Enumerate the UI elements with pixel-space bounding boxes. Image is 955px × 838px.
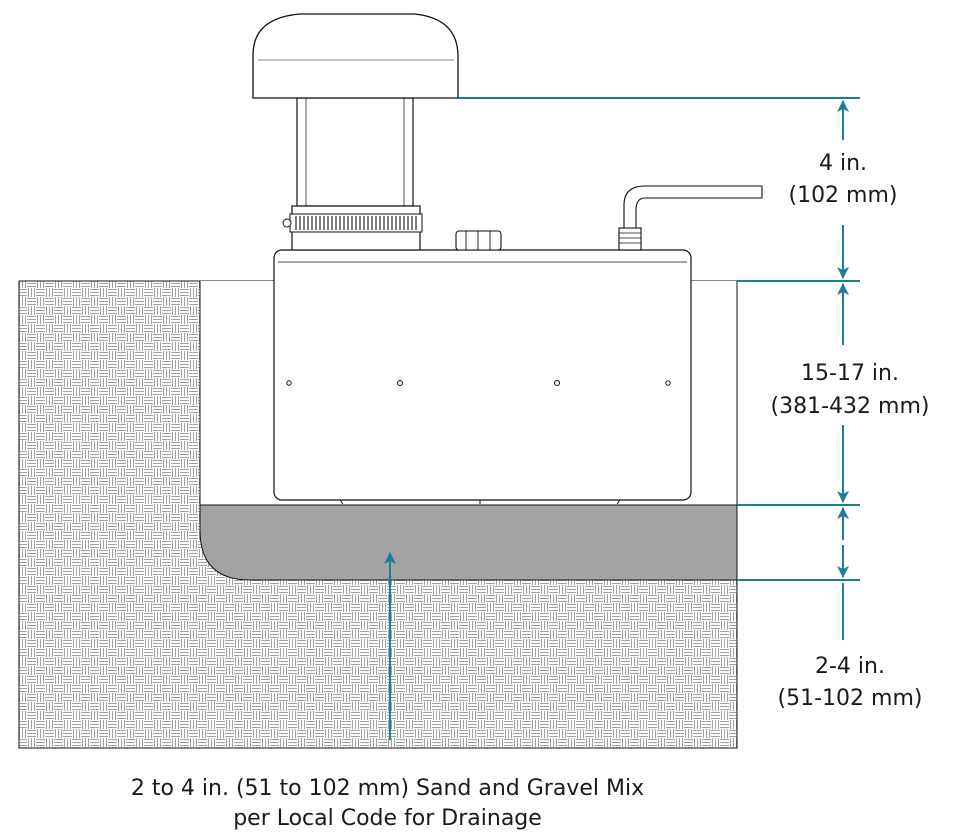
caption-line-2: per Local Code for Drainage: [233, 806, 542, 831]
screw-1: [286, 380, 292, 386]
screw-3: [554, 380, 560, 386]
gnss-antenna-dome: [252, 13, 459, 99]
mast-pipe: [296, 97, 414, 207]
vent-cap: [455, 230, 502, 251]
gravel-bed: [199, 504, 738, 581]
clamp-screw: [282, 218, 292, 228]
cable: [623, 185, 763, 229]
dim-middle-metric: (381-432 mm): [771, 394, 930, 419]
hose-clamp-teeth: [295, 216, 417, 230]
gravel-caption: 2 to 4 in. (51 to 102 mm) Sand and Grave…: [0, 774, 775, 834]
vent-cap-ribs: [465, 231, 491, 250]
screw-4: [665, 380, 671, 386]
dim-bottom-value: 2-4 in.: [815, 654, 885, 679]
screw-2: [397, 380, 403, 386]
cable-gland-threads: [619, 232, 641, 244]
cable-gland: [618, 227, 642, 251]
dimension-lines: [384, 97, 860, 740]
caption-line-1: 2 to 4 in. (51 to 102 mm) Sand and Grave…: [130, 776, 645, 801]
dim-top-value: 4 in.: [819, 151, 867, 176]
dim-middle-value: 15-17 in.: [801, 361, 899, 386]
enclosure-box: [273, 249, 692, 501]
dim-top-metric: (102 mm): [788, 183, 897, 208]
enclosure-bottom-ticks: [339, 499, 621, 505]
dim-bottom-metric: (51-102 mm): [778, 686, 923, 711]
